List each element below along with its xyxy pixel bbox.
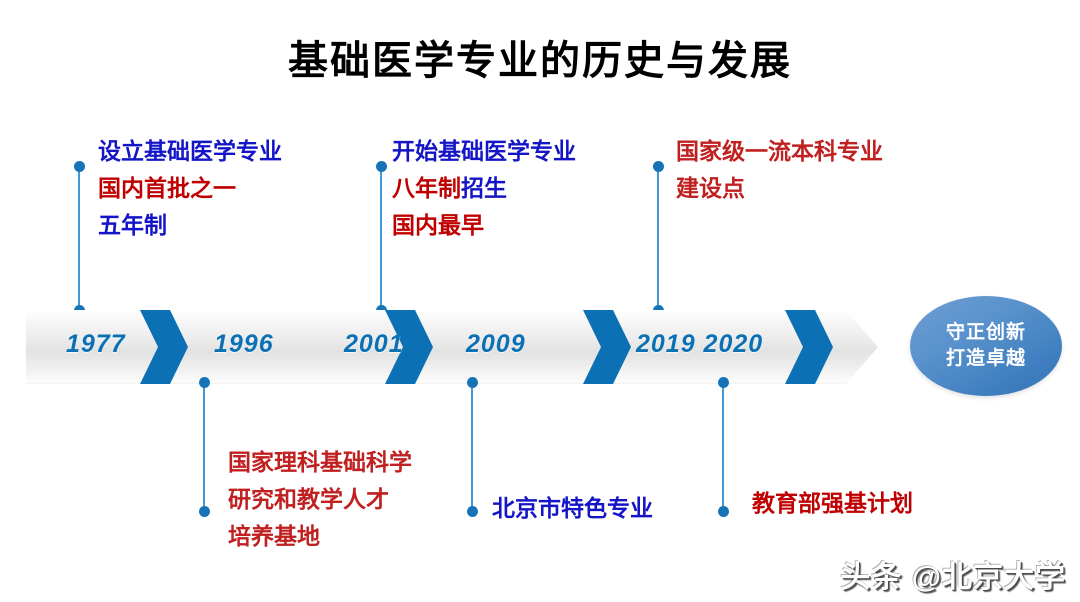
- callout-2001-line-2-red: 八年制: [392, 175, 461, 201]
- connector-dot-banner-2020: [717, 377, 729, 388]
- connector-line-2020: [722, 382, 724, 512]
- connector-line-2001: [380, 166, 382, 312]
- callout-1996-line-2: 研究和教学人才: [228, 486, 389, 512]
- timeline-year-2019-2020[interactable]: 2019 2020: [636, 330, 764, 358]
- motto-badge-line-2: 打造卓越: [945, 348, 1026, 369]
- connector-line-2009: [471, 382, 473, 512]
- callout-2001-line-2-blue: 招生: [461, 175, 507, 201]
- callout-1977-line-3: 五年制: [98, 212, 167, 238]
- timeline-year-2009[interactable]: 2009: [466, 330, 526, 358]
- connector-dot-bottom-2009: [466, 506, 478, 517]
- callout-1977-line-2: 国内首批之一: [98, 175, 236, 201]
- connector-line-2019: [657, 166, 659, 312]
- callout-2019-line-1: 国家级一流本科专业: [676, 138, 883, 164]
- connector-dot-top-2001: [375, 161, 387, 172]
- connector-dot-banner-2009: [466, 377, 478, 388]
- connector-dot-bottom-2020: [717, 506, 729, 517]
- connector-line-1977: [78, 166, 80, 312]
- callout-2001-line-3: 国内最早: [392, 212, 484, 238]
- motto-badge-line-1: 守正创新: [945, 322, 1026, 343]
- callout-2019: 国家级一流本科专业 建设点: [676, 133, 883, 207]
- callout-2009: 北京市特色专业: [492, 490, 653, 527]
- callout-1977-line-1: 设立基础医学专业: [98, 138, 282, 164]
- callout-2020-line-1: 教育部强基计划: [752, 490, 913, 516]
- timeline-year-1977[interactable]: 1977: [66, 330, 126, 358]
- callout-1996-line-3: 培养基地: [228, 523, 320, 549]
- callout-2001: 开始基础医学专业 八年制招生 国内最早: [392, 133, 576, 244]
- callout-2020: 教育部强基计划: [752, 485, 913, 522]
- callout-2001-line-2: 八年制招生: [392, 170, 576, 207]
- callout-2001-line-1: 开始基础医学专业: [392, 138, 576, 164]
- watermark: 头条 @北京大学: [840, 561, 1066, 594]
- motto-badge[interactable]: 守正创新 打造卓越: [910, 296, 1062, 396]
- callout-2019-line-2: 建设点: [676, 175, 745, 201]
- callout-1996-line-1: 国家理科基础科学: [228, 449, 412, 475]
- connector-dot-top-2019: [652, 161, 664, 172]
- connector-dot-banner-1996: [198, 377, 210, 388]
- callout-1996: 国家理科基础科学 研究和教学人才 培养基地: [228, 444, 412, 555]
- callout-1977: 设立基础医学专业 国内首批之一 五年制: [98, 133, 282, 244]
- connector-line-1996: [203, 382, 205, 512]
- callout-2009-line-1: 北京市特色专业: [492, 495, 653, 521]
- connector-dot-top-1977: [73, 161, 85, 172]
- connector-dot-bottom-1996: [198, 506, 210, 517]
- timeline-year-1996[interactable]: 1996: [214, 330, 274, 358]
- page-title: 基础医学专业的历史与发展: [288, 39, 792, 83]
- timeline-year-2001[interactable]: 2001: [344, 330, 404, 358]
